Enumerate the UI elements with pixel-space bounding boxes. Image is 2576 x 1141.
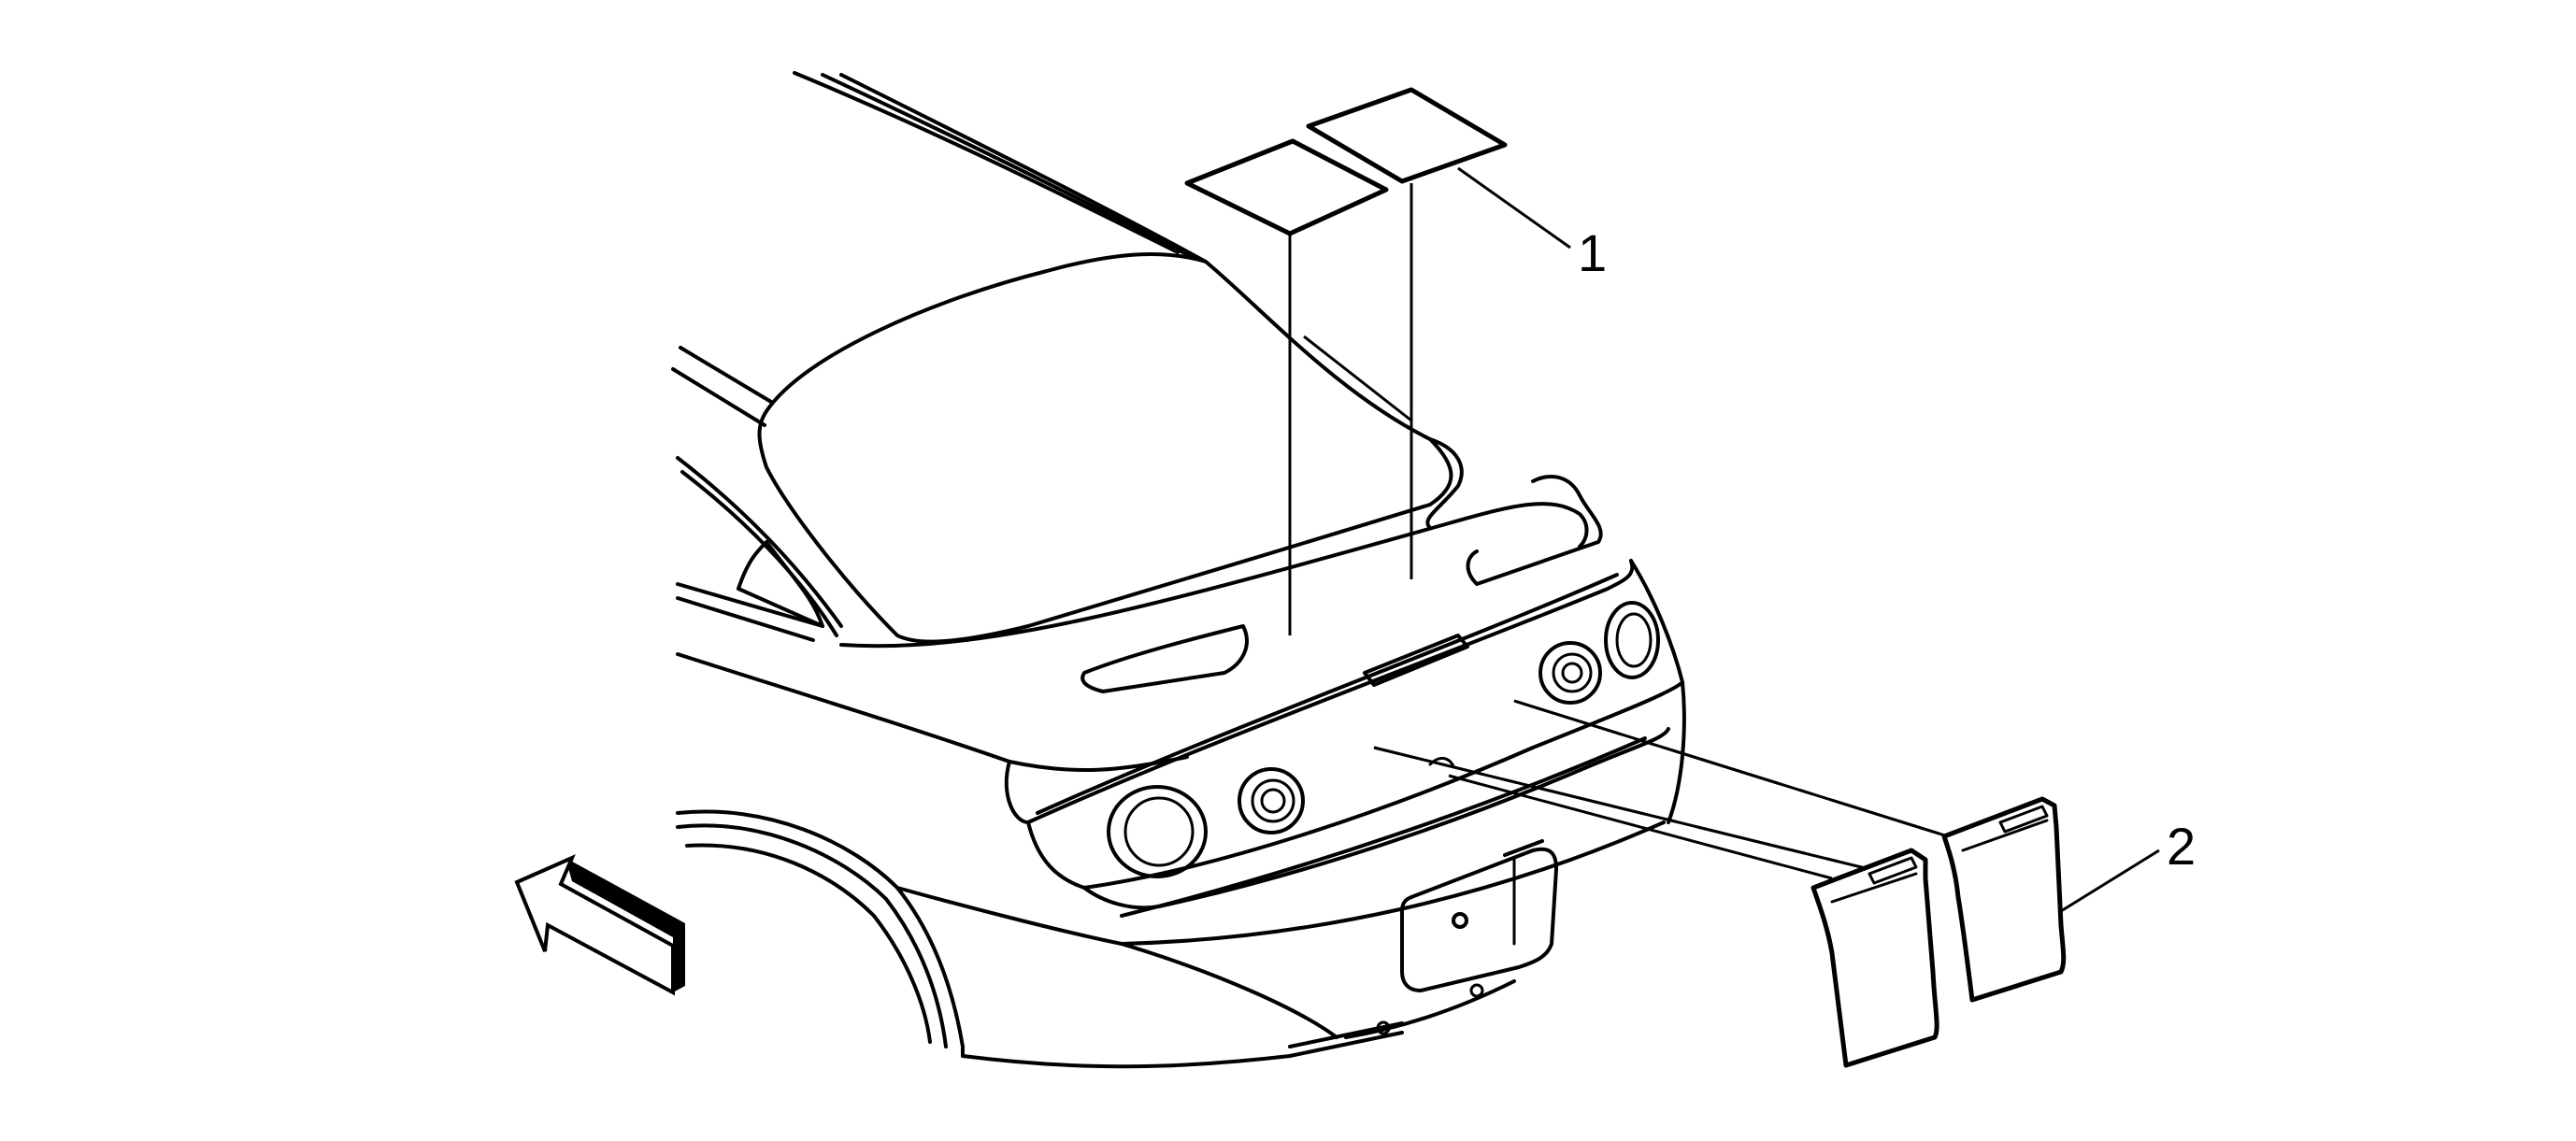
mud-flap-item-2-left (1810, 848, 1939, 1068)
callout-leader-1 (1457, 166, 1571, 250)
callout-label-1: 1 (1578, 223, 1607, 282)
callout-label-2: 2 (2167, 817, 2196, 876)
mud-flap-item-2-right (1941, 796, 2067, 1003)
pad-item-1-right (1306, 87, 1508, 184)
pad-item-1-left (1184, 138, 1389, 236)
front-direction-arrow-icon (514, 854, 685, 996)
vehicle-rear-body (671, 71, 1686, 1069)
installation-lines (1288, 183, 1964, 880)
callout-leader-2 (2060, 849, 2160, 913)
